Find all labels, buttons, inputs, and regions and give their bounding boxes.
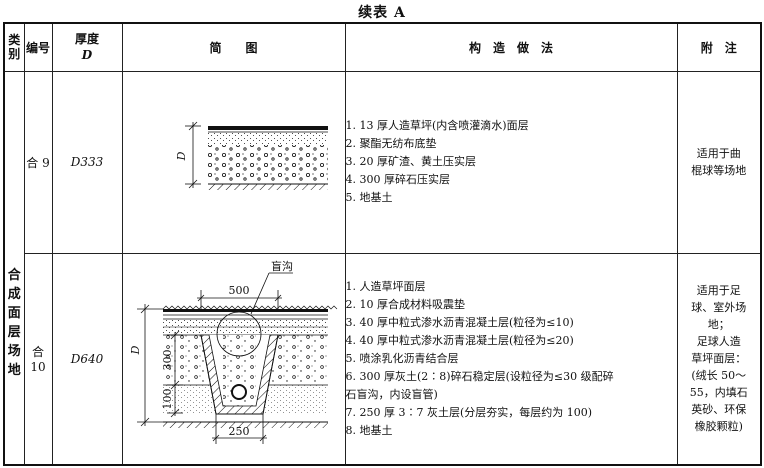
row-method: 1. 13 厚人造草坪(内含喷灌滴水)面层 2. 聚酯无纺布底垫 3. 20 厚矿渣… (344, 70, 678, 254)
note-line: 草坪面层： (691, 352, 747, 366)
header-method: 构 造 做 法 (344, 22, 678, 72)
table-row: 合成面层场地 合 9 D333 (3, 70, 762, 466)
method-item: 2. 聚酯无纺布底垫 (345, 137, 437, 150)
row-number: 合 10 (23, 252, 53, 466)
category-label: 合成面层场地 (5, 156, 24, 380)
dimension-100-label: 100 (161, 388, 174, 409)
method-item: 1. 13 厚人造草坪(内含喷灌滴水)面层 (345, 119, 529, 132)
dimension-d-label: D (175, 151, 188, 161)
turf-layer (162, 308, 328, 312)
method-item: 2. 10 厚合成材料吸震垫 (345, 297, 466, 311)
method-item: 1. 人造草坪面层 (345, 279, 426, 293)
row-method: 1. 人造草坪面层 2. 10 厚合成材料吸震垫 3. 40 厚中粒式渗水沥青混凝土… (344, 252, 678, 466)
method-list: 1. 13 厚人造草坪(内含喷灌滴水)面层 2. 聚酯无纺布底垫 3. 20 厚矿渣… (346, 117, 677, 207)
method-list: 1. 人造草坪面层 2. 10 厚合成材料吸震垫 3. 40 厚中粒式渗水沥青混凝土… (346, 278, 677, 440)
note-line: 英砂、环保 (691, 403, 747, 417)
row-thickness: D640 (51, 252, 123, 466)
header-thickness: 厚度 D (51, 22, 123, 72)
gravel-layer (207, 145, 328, 183)
turf-layer (207, 126, 328, 130)
note-line: 55，内填石 (689, 386, 748, 400)
category-cell: 合成面层场地 (3, 70, 25, 466)
note-line: 棍球等场地 (691, 164, 747, 177)
note-line: 地； (707, 318, 730, 332)
row-note: 适用于足球、室外场地； 足球人造草坪面层： (绒长 50～ 55，内填石英砂、环保橡胶… (676, 252, 762, 466)
header-note: 附 注 (676, 22, 762, 72)
table-row: 合 10 D640 (4, 252, 762, 466)
category-char: 合 (7, 267, 21, 283)
category-char: 场 (7, 343, 21, 359)
header-thickness-label: 厚度 (74, 32, 99, 47)
method-item: 石盲沟，内设盲管) (345, 387, 438, 401)
method-item: 4. 300 厚碎石压实层 (345, 173, 450, 186)
section-diagram-2: 盲沟 500 250 (129, 259, 337, 444)
note-line: 适用于足 (696, 284, 741, 298)
drain-pipe (230, 383, 247, 400)
dimension-300-label: 300 (161, 349, 174, 370)
note-line: 球、室外场 (691, 301, 747, 315)
subgrade-hatch (162, 421, 328, 428)
dimension-250-label: 250 (228, 425, 249, 438)
note-line: (绒长 50～ (691, 369, 747, 383)
method-item: 3. 20 厚矿渣、黄土压实层 (345, 155, 477, 168)
header-thickness-symbol: D (81, 48, 93, 63)
spec-table: 类别 编号 厚度 D 简 图 构 造 做 法 附 注 合成面层场地 合 9 D3… (3, 22, 762, 466)
category-char: 层 (7, 324, 21, 340)
trench-wall (200, 334, 278, 415)
header-category: 类别 (3, 22, 25, 72)
category-char: 地 (7, 362, 21, 378)
method-item: 6. 300 厚灰土(2∶8)碎石稳定层(设粒径为≤30 级配碎 (345, 369, 614, 383)
method-item: 5. 喷涂乳化沥青结合层 (345, 351, 459, 365)
slag-layer (207, 133, 328, 145)
method-item: 4. 40 厚中粒式渗水沥青混凝土层(粒径为≤20) (345, 333, 574, 347)
note-line: 橡胶颗粒) (694, 420, 743, 434)
note-line: 足球人造 (696, 335, 741, 349)
header-number: 编号 (23, 22, 53, 72)
method-item: 8. 地基土 (345, 423, 393, 437)
method-item: 3. 40 厚中粒式渗水沥青混凝土层(粒径为≤10) (345, 315, 574, 329)
note-line: 适用于曲 (696, 147, 741, 160)
row-diagram: D (121, 70, 346, 254)
row-note: 适用于曲棍球等场地 (676, 70, 762, 254)
trench-arc (216, 311, 261, 357)
dimension-d-label: D (129, 345, 142, 355)
trench-label: 盲沟 (271, 259, 293, 273)
category-char: 成 (7, 286, 21, 302)
subgrade-hatch (207, 184, 328, 190)
method-item: 5. 地基土 (345, 191, 393, 204)
row-diagram: 盲沟 500 250 (121, 252, 346, 466)
page-title: 续表 A (358, 5, 406, 21)
category-char: 面 (7, 305, 21, 321)
header-diagram: 简 图 (121, 22, 346, 72)
row-thickness: D333 (51, 70, 123, 254)
dimension-500-label: 500 (228, 284, 249, 297)
section-diagram-1: D (175, 121, 328, 190)
method-item: 7. 250 厚 3∶7 灰土层(分层夯实，每层约为 100) (345, 405, 593, 419)
header-row: 类别 编号 厚度 D 简 图 构 造 做 法 附 注 (3, 22, 762, 72)
row-number: 合 9 (23, 70, 53, 254)
